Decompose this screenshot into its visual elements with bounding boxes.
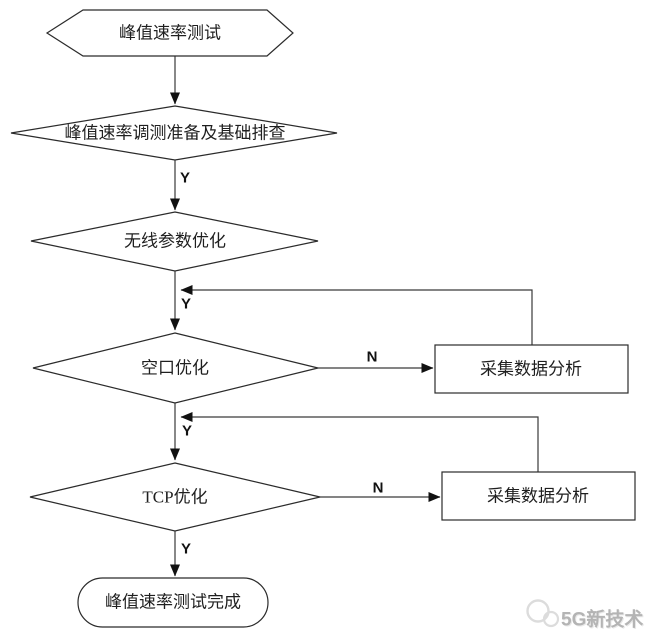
node-data-analysis-1-label: 采集数据分析 [480,360,582,379]
watermark: 5G新技术 5G新技术 [526,599,644,632]
node-radio-param-decision [30,211,319,272]
node-prep-decision [10,105,338,161]
edge-label-yes-1: Y [180,170,190,187]
node-start-hexagon [45,9,294,57]
edge-analysis1-feedback [180,285,533,345]
node-air-interface-decision [32,332,319,404]
watermark-text: 5G新技术 [561,608,643,631]
edge-label-no-2: N [373,480,384,497]
edge-label-no-1: N [367,349,378,366]
node-tcp-decision [29,462,321,532]
node-data-analysis-1 [434,344,629,394]
edge-label-yes-3: Y [182,423,192,440]
node-end-label: 峰值速率测试完成 [105,593,241,612]
edge-analysis2-feedback [180,412,539,472]
node-data-analysis-2 [441,471,636,521]
watermark-text-shadow: 5G新技术 [562,609,644,632]
edge-label-yes-4: Y [181,541,191,558]
node-air-interface-label: 空口优化 [141,359,209,378]
wechat-logo-icon [526,599,560,628]
node-end-terminator [77,577,269,628]
node-start-label: 峰值速率测试 [119,24,221,43]
node-prep-label: 峰值速率调测准备及基础排查 [65,124,286,143]
node-radio-param-label: 无线参数优化 [124,232,226,251]
node-tcp-label: TCP优化 [142,488,207,507]
node-data-analysis-2-label: 采集数据分析 [487,487,589,506]
edge-label-yes-2: Y [181,296,191,313]
